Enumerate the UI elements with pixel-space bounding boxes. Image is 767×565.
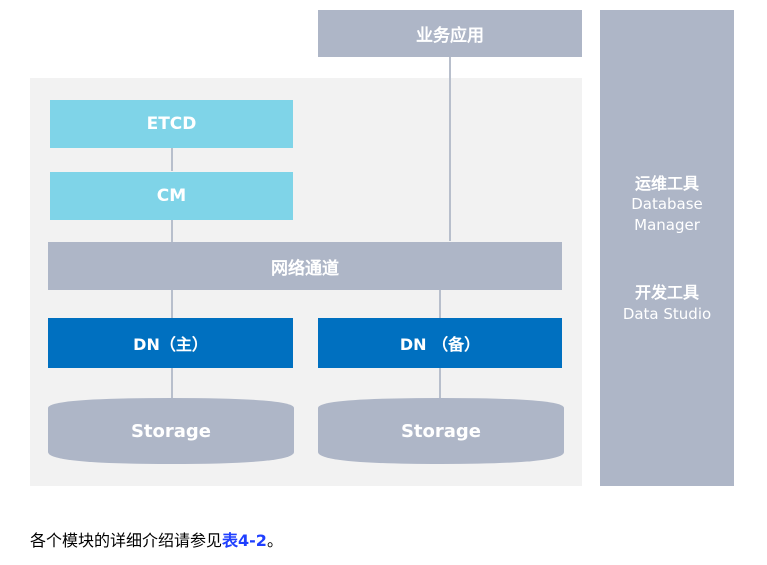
ops-tools-title: 运维工具 [634, 174, 699, 193]
table-link[interactable]: 表4-2 [222, 531, 267, 550]
dn-standby-box: DN （备） [318, 318, 562, 368]
dev-tools-title: 开发工具 [634, 283, 699, 302]
storage-left-label: Storage [130, 420, 212, 442]
ops-tools-line1: Database [631, 195, 703, 213]
storage-cylinder-left [48, 398, 294, 464]
storage-cylinder-right [318, 398, 564, 464]
connector-network-dn-primary [171, 290, 173, 318]
connector-dn-primary-storage [171, 368, 173, 398]
connector-network-dn-standby [439, 290, 441, 318]
connector-app-network [449, 57, 451, 241]
storage-right-label: Storage [400, 420, 482, 442]
dev-tools-line1: Data Studio [622, 305, 712, 323]
network-channel-box: 网络通道 [48, 242, 562, 290]
caption-suffix: 。 [266, 531, 283, 550]
connector-etcd-cm [171, 148, 173, 171]
ops-tools-line2: Manager [634, 216, 700, 234]
connector-dn-standby-storage [439, 368, 441, 398]
business-app-box: 业务应用 [318, 10, 582, 57]
dn-primary-box: DN（主） [48, 318, 293, 368]
etcd-box: ETCD [50, 100, 293, 148]
caption-text: 各个模块的详细介绍请参见 [30, 531, 223, 550]
connector-cm-network [171, 220, 173, 242]
tools-side-panel: 运维工具 Database Manager 开发工具 Data Studio [600, 10, 734, 486]
caption: 各个模块的详细介绍请参见表4-2。 [30, 527, 283, 551]
cm-box: CM [50, 172, 293, 220]
